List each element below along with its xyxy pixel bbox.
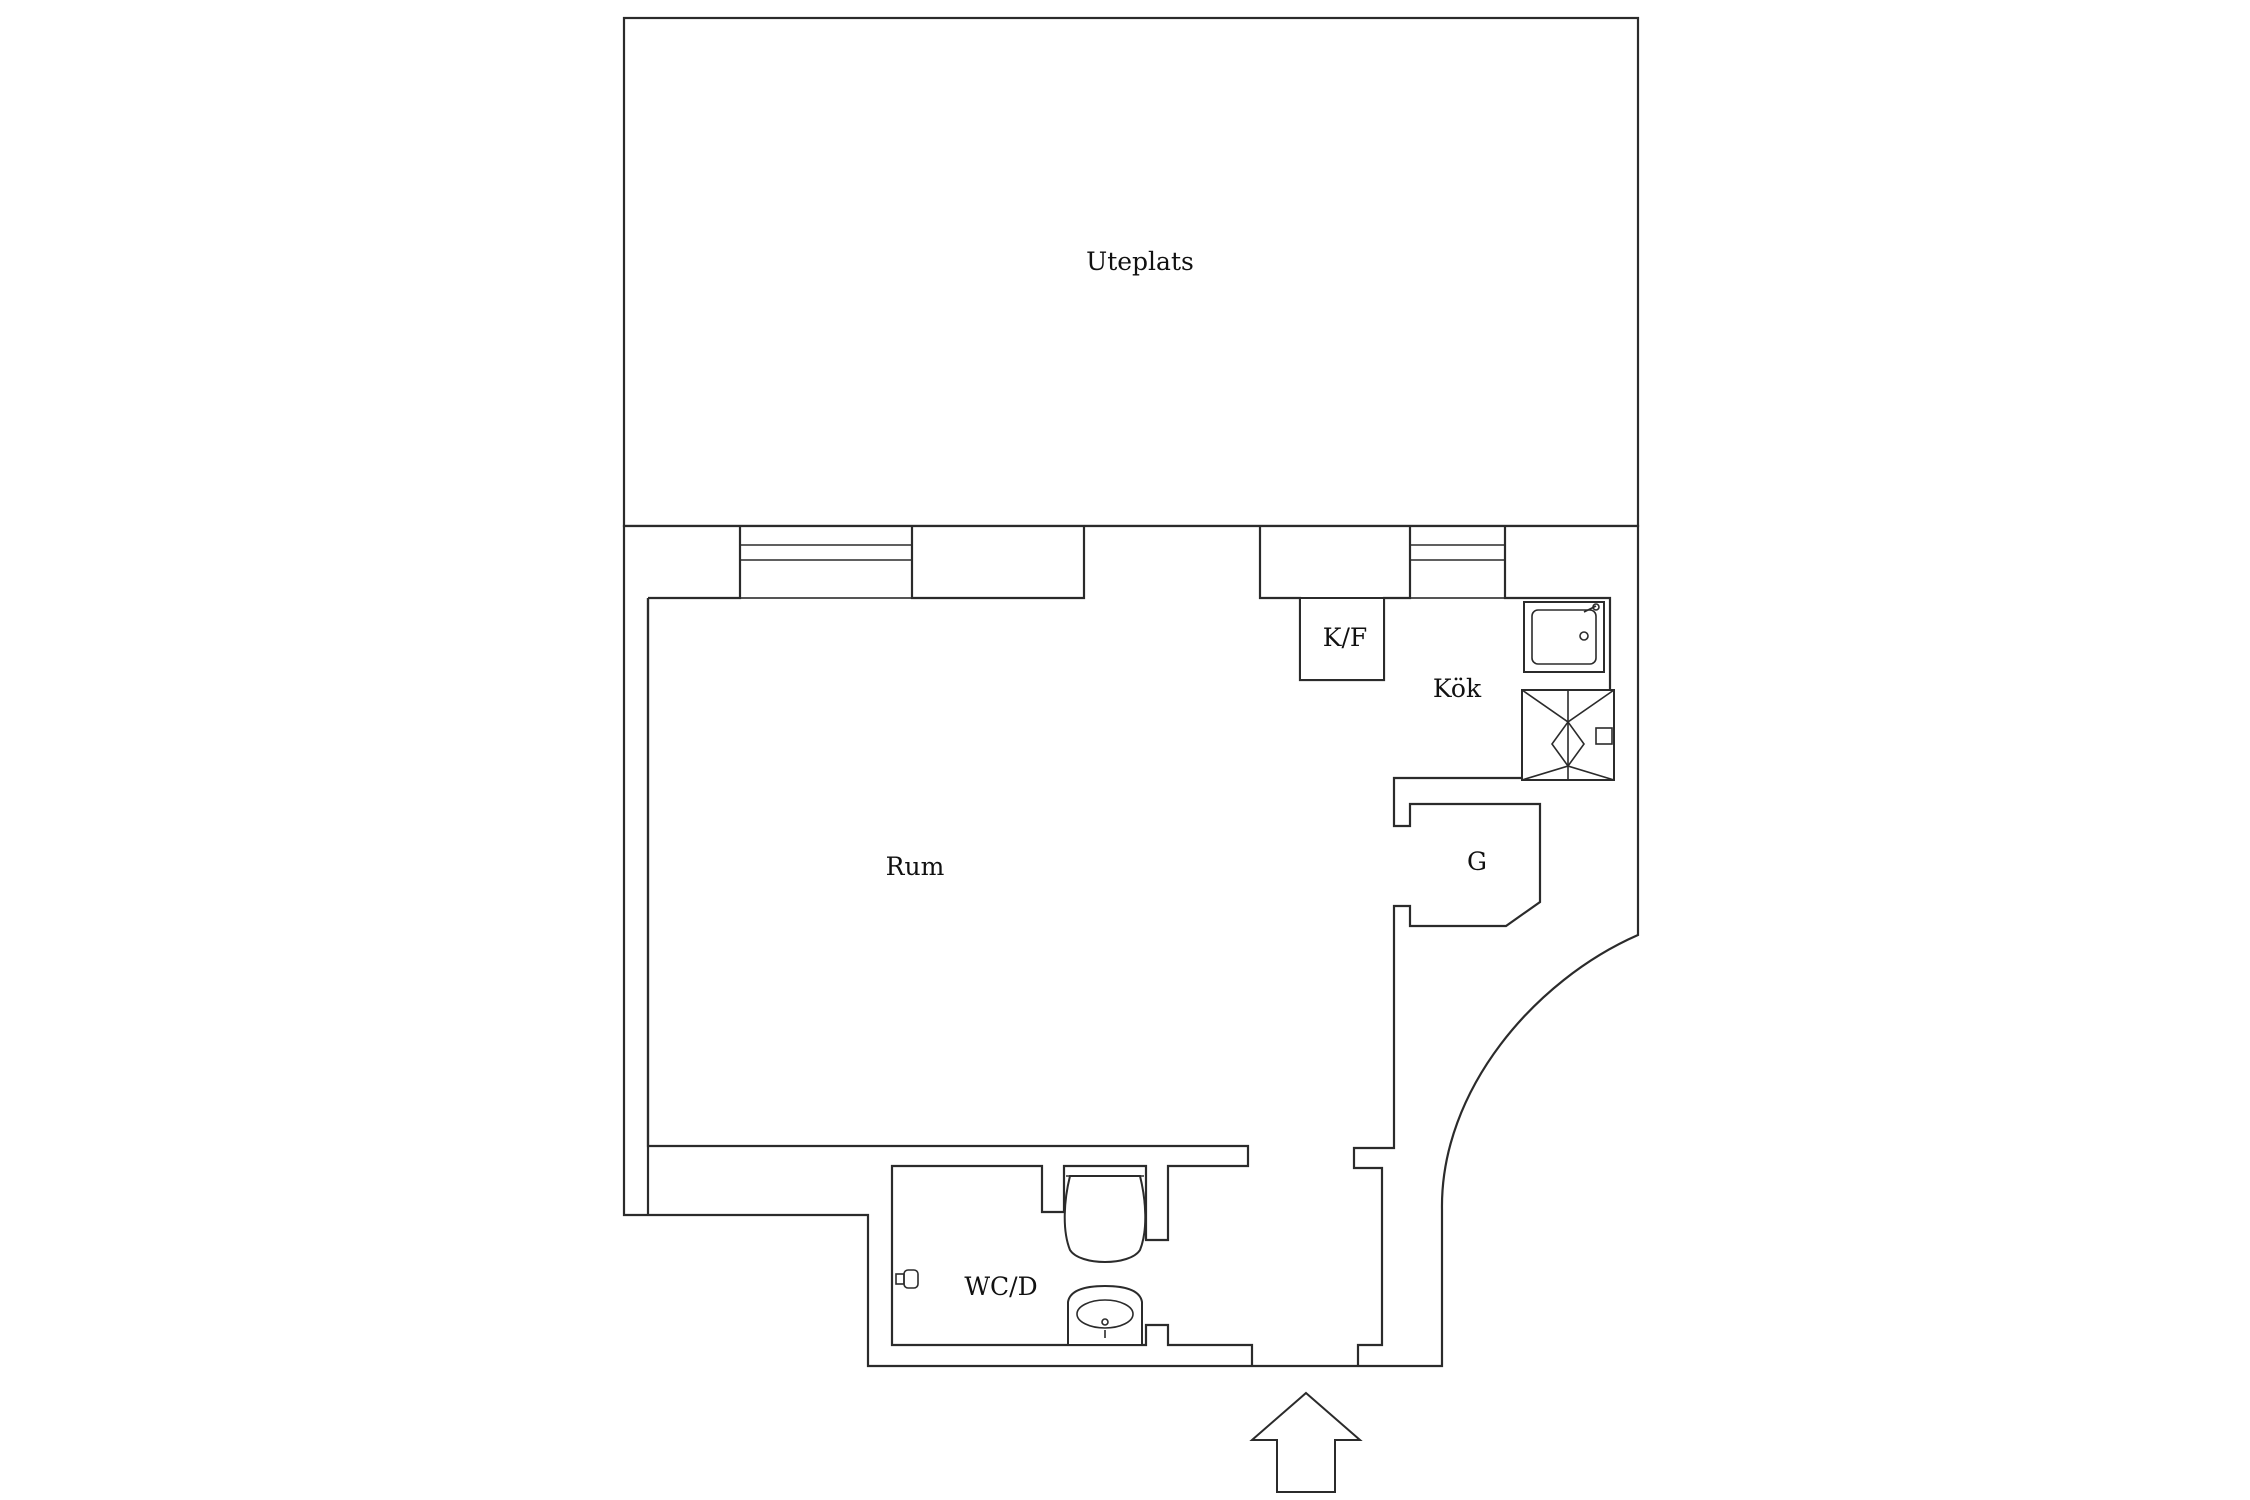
patio-area bbox=[622, 16, 1640, 528]
label-patio: Uteplats bbox=[1086, 247, 1194, 276]
washbasin-icon bbox=[1067, 1284, 1143, 1346]
entrance-arrow-icon[interactable] bbox=[1249, 1391, 1363, 1493]
fridge-freezer-box bbox=[1299, 597, 1385, 681]
label-fridge-freezer: K/F bbox=[1323, 623, 1367, 652]
outer-wall bbox=[622, 524, 1640, 1368]
label-living-room: Rum bbox=[886, 852, 945, 881]
shower-head-icon bbox=[895, 1269, 919, 1289]
label-kitchen: Kök bbox=[1433, 674, 1482, 703]
label-wardrobe: G bbox=[1467, 847, 1487, 876]
wall-segment bbox=[911, 525, 1085, 599]
living-room-walls bbox=[646, 598, 1250, 1242]
label-bathroom: WC/D bbox=[964, 1272, 1037, 1301]
stove-icon bbox=[1521, 689, 1615, 781]
window-left bbox=[739, 525, 913, 599]
kitchen-sink-icon bbox=[1523, 601, 1605, 673]
toilet-icon bbox=[1063, 1175, 1147, 1263]
